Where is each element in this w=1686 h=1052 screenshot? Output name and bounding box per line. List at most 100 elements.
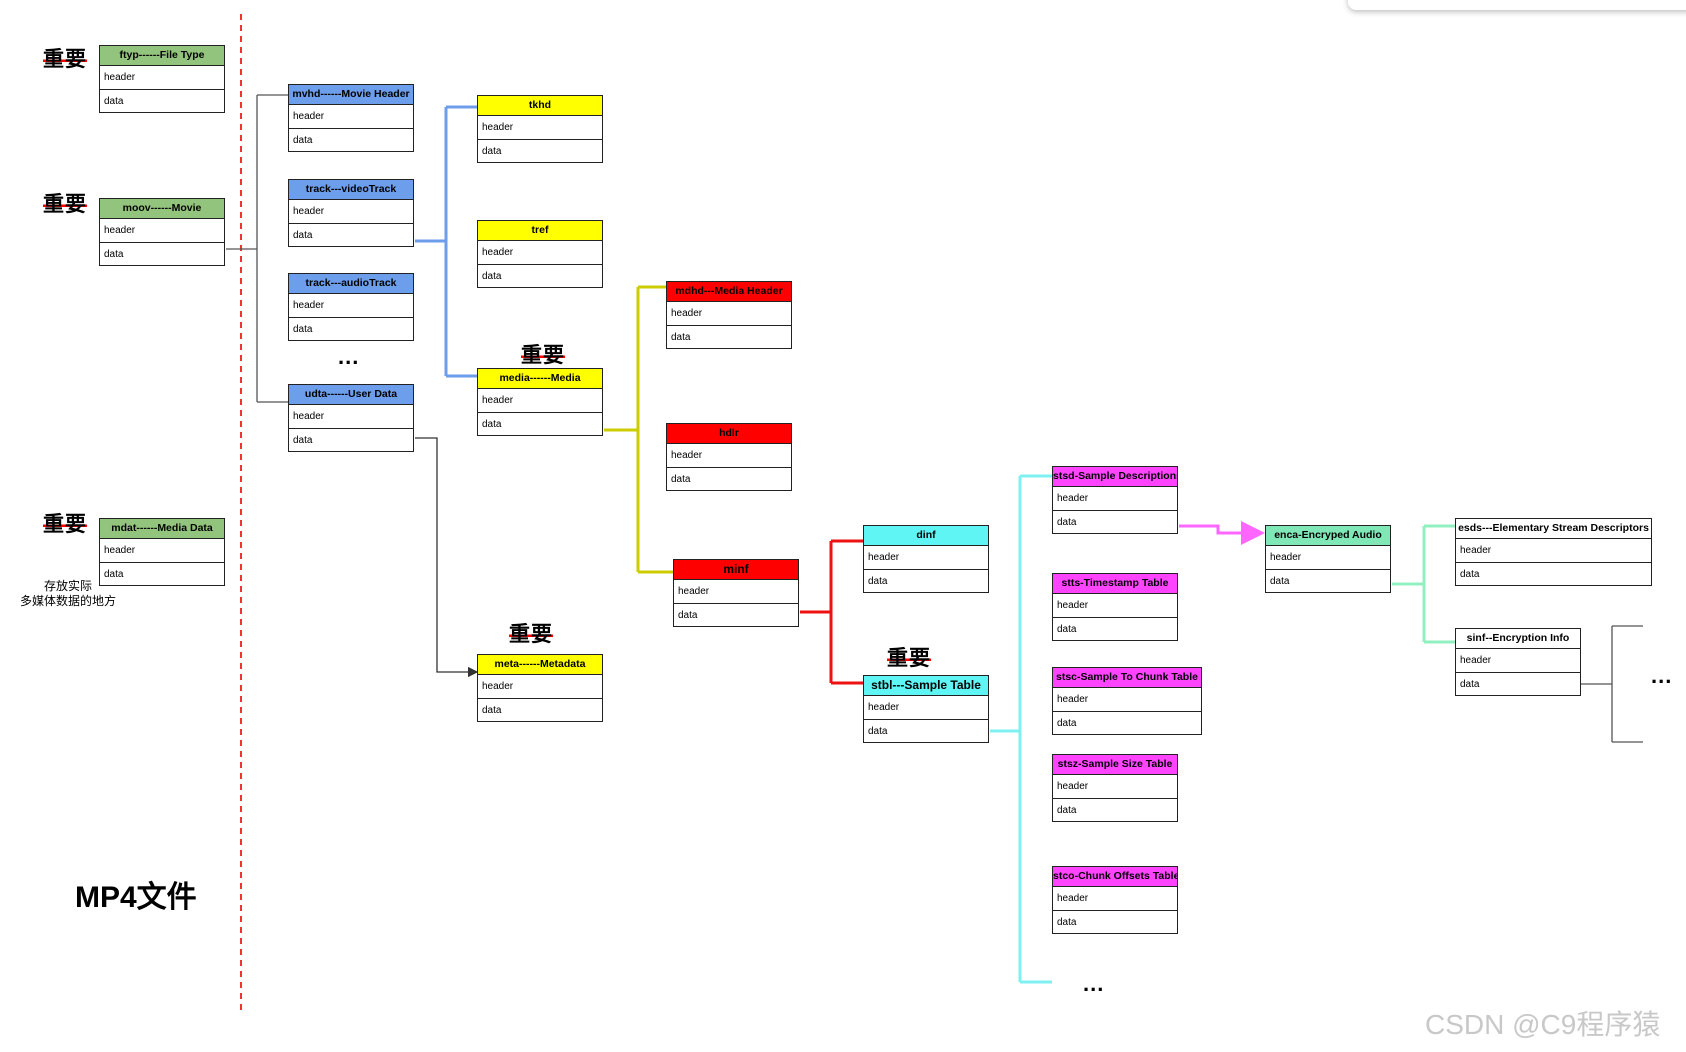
stsd-to-enca-arrow [1179, 521, 1265, 545]
box-header-row: header [1053, 887, 1177, 911]
box-header-row: header [478, 116, 602, 140]
moov-children-connector [226, 94, 288, 403]
window-edge-shadow [1348, 0, 1686, 10]
box-header-row: header [289, 105, 413, 129]
stbl-children-connector [990, 474, 1052, 984]
important-marker-mdia: 重要 [521, 344, 565, 367]
esds-box: esds---Elementary Stream Descriptors hea… [1455, 518, 1652, 586]
box-data-row: data [1460, 569, 1480, 580]
box-title: track---videoTrack [289, 180, 413, 200]
dinf-box: dinf header data [863, 525, 989, 593]
udta-to-meta-arrow [415, 437, 479, 678]
important-marker-mdat: 重要 [43, 513, 87, 536]
box-title: mvhd------Movie Header [289, 85, 413, 105]
box-header-row: header [289, 405, 413, 429]
box-title: tref [478, 221, 602, 241]
box-header-row: header [1053, 775, 1177, 799]
mvhd-box: mvhd------Movie Header header data [288, 84, 414, 152]
box-title: meta------Metadata [478, 655, 602, 675]
mp4-file-title: MP4文件 [75, 881, 197, 914]
box-data-row: data [868, 576, 888, 587]
box-data-row: data [293, 435, 313, 446]
trak-audio-box: track---audioTrack header data [288, 273, 414, 341]
box-data-row: data [482, 419, 502, 430]
more-sinf-children-ellipsis: ... [1651, 663, 1673, 688]
stco-box: stco-Chunk Offsets Table header data [1052, 866, 1178, 934]
stsz-box: stsz-Sample Size Table header data [1052, 754, 1178, 822]
important-marker-stbl: 重要 [887, 647, 931, 670]
box-title: esds---Elementary Stream Descriptors [1456, 519, 1651, 539]
box-data-row: data [1057, 917, 1077, 928]
box-data-row: data [104, 569, 124, 580]
box-data-row: data [678, 610, 698, 621]
box-header-row: header [1053, 487, 1177, 511]
box-data-row: data [104, 249, 124, 260]
box-title: minf [674, 560, 798, 580]
mdia-children-connector [604, 285, 673, 574]
box-header-row: header [1053, 594, 1177, 618]
box-header-row: header [100, 539, 224, 563]
important-marker-meta: 重要 [509, 623, 553, 646]
ftyp-box: ftyp------File Type header data [99, 45, 225, 113]
box-data-row: data [482, 146, 502, 157]
udta-box: udta------User Data header data [288, 384, 414, 452]
box-data-row: data [1057, 517, 1077, 528]
meta-box: meta------Metadata header data [477, 654, 603, 722]
sinf-box: sinf--Encryption Info header data [1455, 628, 1581, 696]
box-header-row: header [1456, 539, 1651, 563]
hdlr-box: hdlr header data [666, 423, 792, 491]
box-header-row: header [478, 241, 602, 265]
box-header-row: header [667, 444, 791, 468]
box-title: tkhd [478, 96, 602, 116]
box-title: dinf [864, 526, 988, 546]
box-header-row: header [674, 580, 798, 604]
box-header-row: header [478, 675, 602, 699]
box-header-row: header [864, 546, 988, 570]
box-data-row: data [293, 324, 313, 335]
mdat-note: 存放实际 多媒体数据的地方 [19, 579, 116, 608]
track-children-connector [415, 105, 477, 378]
box-title: stts-Timestamp Table [1053, 574, 1177, 594]
mdat-box: mdat------Media Data header data [99, 518, 225, 586]
stbl-box: stbl---Sample Table header data [863, 675, 989, 743]
box-header-row: header [100, 66, 224, 90]
box-data-row: data [671, 332, 691, 343]
box-title: enca-Encryped Audio [1266, 526, 1390, 546]
tkhd-box: tkhd header data [477, 95, 603, 163]
more-sample-tables-ellipsis: ... [1083, 971, 1105, 996]
enca-box: enca-Encryped Audio header data [1265, 525, 1391, 593]
mdia-box: media------Media header data [477, 368, 603, 436]
box-title: hdlr [667, 424, 791, 444]
box-header-row: header [1053, 688, 1201, 712]
box-header-row: header [864, 696, 988, 720]
box-data-row: data [671, 474, 691, 485]
box-header-row: header [289, 200, 413, 224]
box-data-row: data [1057, 624, 1077, 635]
box-title: stbl---Sample Table [864, 676, 988, 696]
box-header-row: header [667, 302, 791, 326]
box-header-row: header [289, 294, 413, 318]
important-marker-ftyp: 重要 [43, 48, 87, 71]
more-tracks-ellipsis: ... [338, 344, 360, 369]
box-data-row: data [293, 135, 313, 146]
trak-video-box: track---videoTrack header data [288, 179, 414, 247]
csdn-watermark: CSDN @C9程序猿 [1425, 1009, 1661, 1040]
moov-box: moov------Movie header data [99, 198, 225, 266]
box-data-row: data [868, 726, 888, 737]
minf-box: minf header data [673, 559, 799, 627]
box-title: stco-Chunk Offsets Table [1053, 867, 1177, 887]
box-data-row: data [482, 271, 502, 282]
box-title: stsd-Sample Descriptions [1053, 467, 1177, 487]
stsc-box: stsc-Sample To Chunk Table header data [1052, 667, 1202, 735]
box-data-row: data [1057, 718, 1077, 729]
mdhd-box: mdhd---Media Header header data [666, 281, 792, 349]
box-data-row: data [1057, 805, 1077, 816]
box-header-row: header [478, 389, 602, 413]
box-title: ftyp------File Type [100, 46, 224, 66]
box-data-row: data [1270, 576, 1290, 587]
box-title: moov------Movie [100, 199, 224, 219]
box-title: mdhd---Media Header [667, 282, 791, 302]
box-title: sinf--Encryption Info [1456, 629, 1580, 649]
box-data-row: data [104, 96, 124, 107]
